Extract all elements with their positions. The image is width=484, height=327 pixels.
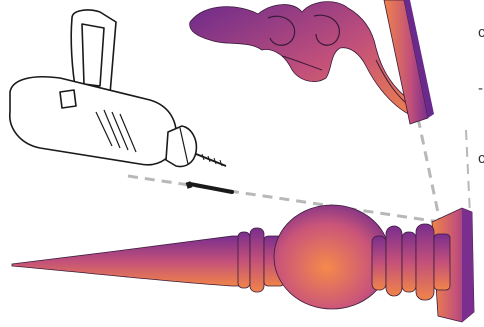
edge-text-bottom: c <box>478 150 484 167</box>
spindle-ring-1 <box>372 236 386 290</box>
scroll-bracket <box>190 2 418 118</box>
turned-finial-spindle <box>12 205 450 309</box>
spindle-collar-1 <box>238 232 250 288</box>
screw-icon <box>188 182 232 192</box>
spindle-end <box>434 234 450 290</box>
drill-trigger <box>60 90 76 108</box>
spindle-ring-4 <box>416 224 434 300</box>
spindle-taper <box>12 236 240 286</box>
spindle-ring-3 <box>402 232 416 292</box>
guide-line-screw-to-plate <box>128 176 440 222</box>
guide-line-post-bracket <box>466 130 470 215</box>
spindle-ring-2 <box>386 226 402 296</box>
vertical-post <box>384 0 434 124</box>
drill-grip <box>71 10 116 94</box>
drill-body <box>10 77 177 165</box>
spindle-collar-2 <box>250 228 264 292</box>
guide-line-bracket-to-plate <box>418 118 440 222</box>
edge-text-top: c <box>478 24 484 41</box>
edge-text-middle: - <box>478 80 483 97</box>
power-drill-icon <box>10 10 226 166</box>
